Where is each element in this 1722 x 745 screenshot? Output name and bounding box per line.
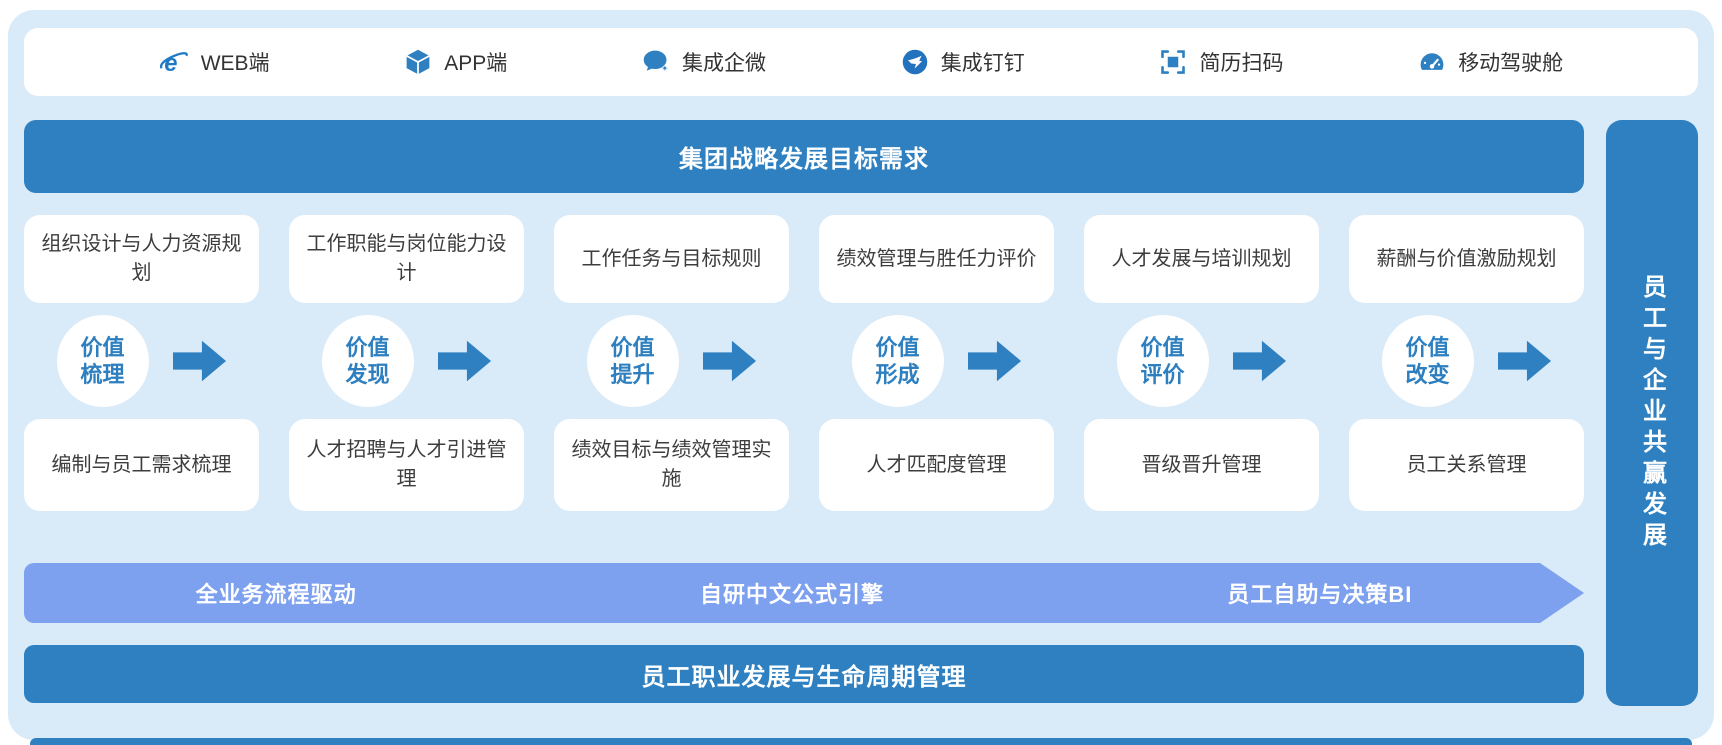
- channel-item-mobile-cockpit: 移动驾驶舱: [1418, 47, 1563, 77]
- ie-browser-icon: e: [159, 47, 189, 77]
- right-arrow-icon: [1497, 340, 1551, 382]
- channel-label: WEB端: [200, 52, 270, 75]
- platform-capabilities-arrow-banner: 全业务流程驱动 自研中文公式引擎 员工自助与决策BI: [24, 563, 1584, 623]
- execution-card: 编制与员工需求梳理: [24, 419, 259, 511]
- strategy-goal-banner: 集团战略发展目标需求: [24, 120, 1584, 193]
- value-step-circle: 价值 梳理: [56, 315, 149, 407]
- channel-label: 集成企微: [682, 52, 767, 75]
- value-step-circle: 价值 改变: [1381, 315, 1474, 407]
- cutoff-bottom-banner: [30, 738, 1692, 745]
- value-step-circle: 价值 评价: [1116, 315, 1209, 407]
- right-arrow-icon: [1232, 340, 1286, 382]
- client-channels-bar: e WEB端 APP端: [24, 28, 1698, 96]
- value-step-circle: 价值 形成: [851, 315, 944, 407]
- channel-label: 移动驾驶舱: [1458, 52, 1564, 75]
- capability-label: 自研中文公式引擎: [699, 582, 884, 607]
- value-chain-row: 价值 梳理 价值 发现 价值: [24, 315, 1584, 407]
- diagram-main-column: 集团战略发展目标需求 组织设计与人力资源规划 工作职能与岗位能力设计 工作任务与…: [24, 120, 1584, 740]
- execution-card: 员工关系管理: [1349, 419, 1584, 511]
- value-chain-step: 价值 发现: [289, 315, 524, 407]
- planning-card: 工作任务与目标规则: [554, 215, 789, 303]
- planning-card: 组织设计与人力资源规划: [24, 215, 259, 303]
- svg-text:e: e: [164, 50, 177, 77]
- planning-card: 工作职能与岗位能力设计: [289, 215, 524, 303]
- channel-item-dingtalk: 集成钉钉: [901, 47, 1025, 77]
- value-chain-step: 价值 梳理: [24, 315, 259, 407]
- execution-card: 晋级晋升管理: [1084, 419, 1319, 511]
- execution-card: 人才招聘与人才引进管理: [289, 419, 524, 511]
- scan-code-icon: [1159, 48, 1187, 76]
- right-arrow-icon: [437, 340, 491, 382]
- execution-card: 绩效目标与绩效管理实施: [554, 419, 789, 511]
- channel-label: 简历扫码: [1199, 52, 1284, 75]
- dingtalk-icon: [901, 48, 929, 76]
- capability-label: 全业务流程驱动: [195, 582, 357, 607]
- right-arrow-icon: [172, 340, 226, 382]
- channel-item-wecom: 集成企微: [642, 47, 766, 77]
- planning-card: 绩效管理与胜任力评价: [819, 215, 1054, 303]
- cube-icon: [404, 48, 432, 76]
- win-win-vertical-banner: 员工与企业共赢发展: [1606, 120, 1698, 706]
- value-step-circle: 价值 提升: [586, 315, 679, 407]
- planning-cards-row: 组织设计与人力资源规划 工作职能与岗位能力设计 工作任务与目标规则 绩效管理与胜…: [24, 215, 1584, 303]
- value-chain-step: 价值 提升: [554, 315, 789, 407]
- planning-card: 人才发展与培训规划: [1084, 215, 1319, 303]
- value-chain-step: 价值 形成: [819, 315, 1054, 407]
- channel-item-app: APP端: [404, 47, 507, 77]
- right-arrow-icon: [702, 340, 756, 382]
- diagram-body: 集团战略发展目标需求 组织设计与人力资源规划 工作职能与岗位能力设计 工作任务与…: [24, 120, 1698, 740]
- value-chain-step: 价值 评价: [1084, 315, 1319, 407]
- value-step-circle: 价值 发现: [321, 315, 414, 407]
- planning-card: 薪酬与价值激励规划: [1349, 215, 1584, 303]
- right-arrow-icon: [967, 340, 1021, 382]
- dashboard-icon: [1418, 48, 1446, 76]
- lifecycle-banner: 员工职业发展与生命周期管理: [24, 645, 1584, 703]
- channel-label: APP端: [444, 52, 508, 75]
- hr-system-architecture-diagram: e WEB端 APP端: [8, 10, 1714, 740]
- channel-item-resume-scan: 简历扫码: [1159, 47, 1283, 77]
- channel-label: 集成钉钉: [940, 52, 1025, 75]
- channel-item-web: e WEB端: [159, 47, 270, 77]
- value-chain-step: 价值 改变: [1349, 315, 1584, 407]
- execution-card: 人才匹配度管理: [819, 419, 1054, 511]
- wecom-chat-icon: [642, 48, 670, 76]
- capability-label: 员工自助与决策BI: [1227, 582, 1413, 607]
- execution-cards-row: 编制与员工需求梳理 人才招聘与人才引进管理 绩效目标与绩效管理实施 人才匹配度管…: [24, 419, 1584, 511]
